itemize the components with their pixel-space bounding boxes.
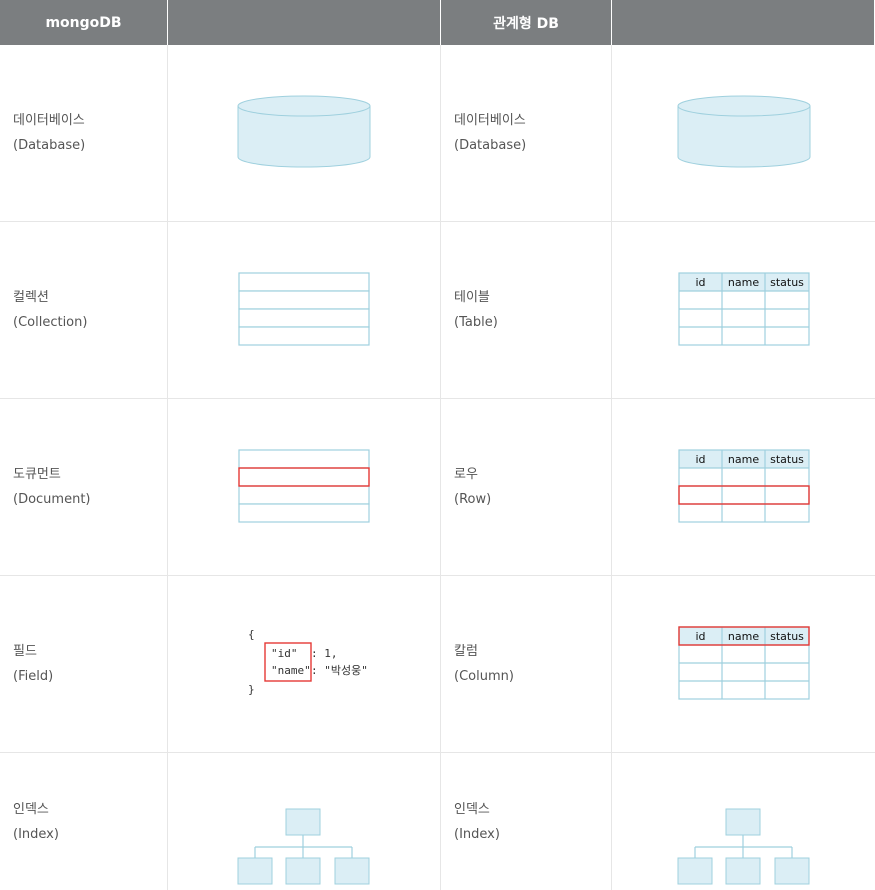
mongo-name: 인덱스	[13, 801, 49, 817]
mongo-en: (Database)	[13, 138, 86, 153]
rdb-column-figure: id name status	[612, 576, 875, 753]
code-key-name: "name"	[271, 664, 311, 677]
rdb-name: 데이터베이스	[454, 113, 526, 128]
col-name: name	[727, 276, 758, 289]
rdb-database-figure	[612, 45, 875, 222]
mongo-en: (Collection)	[13, 315, 88, 330]
col-id: id	[695, 453, 705, 466]
rdb-row-label: 로우 (Row)	[441, 399, 612, 576]
mongo-name: 도큐먼트	[13, 467, 61, 482]
mongo-database-figure	[168, 45, 441, 222]
code-val-id: : 1,	[311, 647, 338, 660]
json-field-snippet: { "id" : 1, "name" : "박성웅" }	[248, 628, 368, 696]
col-status: status	[770, 630, 804, 643]
database-cylinder-icon	[677, 95, 810, 168]
highlighted-document	[238, 467, 370, 487]
rdb-en: (Row)	[454, 492, 492, 507]
database-cylinder-icon	[237, 95, 371, 168]
col-status: status	[770, 276, 804, 289]
table-grid-icon: id name status	[677, 272, 810, 346]
mongo-collection-label: 컬렉션 (Collection)	[0, 222, 168, 399]
code-val-name: : "박성웅"	[311, 664, 368, 677]
mongo-name: 필드	[13, 644, 37, 659]
rdb-en: (Column)	[454, 669, 514, 684]
collection-stack-icon	[238, 272, 370, 346]
rdb-table-label: 테이블 (Table)	[441, 222, 612, 399]
document-stack-icon	[238, 449, 370, 523]
col-status: status	[770, 453, 804, 466]
mongo-name: 컬렉션	[13, 290, 49, 305]
rdb-name: 로우	[454, 467, 478, 482]
mongo-index-figure	[168, 753, 441, 890]
highlighted-column-header	[677, 626, 810, 646]
table-column-highlight-icon: id name status	[677, 626, 810, 700]
rdb-en: (Index)	[454, 826, 500, 842]
mongo-document-label: 도큐먼트 (Document)	[0, 399, 168, 576]
rdb-name: 인덱스	[454, 801, 490, 817]
mongo-collection-figure	[168, 222, 441, 399]
header-rdb: 관계형 DB	[441, 0, 612, 45]
mongo-index-label: 인덱스 (Index)	[0, 753, 168, 890]
index-tree-icon	[237, 808, 370, 884]
mongo-name: 데이터베이스	[13, 113, 85, 128]
header-rdb-figure	[612, 0, 875, 45]
highlighted-fields	[264, 642, 312, 682]
mongo-document-figure	[168, 399, 441, 576]
col-id: id	[695, 276, 705, 289]
rdb-en: (Database)	[454, 138, 527, 153]
rdb-column-label: 칼럼 (Column)	[441, 576, 612, 753]
header-mongodb: mongoDB	[0, 0, 168, 45]
mongo-en: (Index)	[13, 826, 59, 842]
col-name: name	[727, 453, 758, 466]
rdb-index-figure	[612, 753, 875, 890]
table-row-highlight-icon: id name status	[677, 449, 810, 523]
mongo-field-figure: { "id" : 1, "name" : "박성웅" }	[168, 576, 441, 753]
rdb-index-label: 인덱스 (Index)	[441, 753, 612, 890]
header-mongodb-figure	[168, 0, 441, 45]
code-key-id: "id"	[271, 647, 298, 660]
rdb-name: 테이블	[454, 290, 490, 305]
mongo-en: (Document)	[13, 492, 91, 507]
index-tree-icon	[677, 808, 809, 884]
col-name: name	[727, 630, 758, 643]
rdb-table-figure: id name status	[612, 222, 875, 399]
rdb-row-figure: id name status	[612, 399, 875, 576]
highlighted-row	[677, 485, 810, 505]
code-open-brace: {	[248, 628, 255, 641]
mongo-en: (Field)	[13, 669, 54, 684]
code-close-brace: }	[248, 683, 255, 696]
col-id: id	[695, 630, 705, 643]
mongo-database-label: 데이터베이스 (Database)	[0, 45, 168, 222]
mongo-field-label: 필드 (Field)	[0, 576, 168, 753]
rdb-en: (Table)	[454, 315, 498, 330]
rdb-name: 칼럼	[454, 644, 478, 659]
rdb-database-label: 데이터베이스 (Database)	[441, 45, 612, 222]
